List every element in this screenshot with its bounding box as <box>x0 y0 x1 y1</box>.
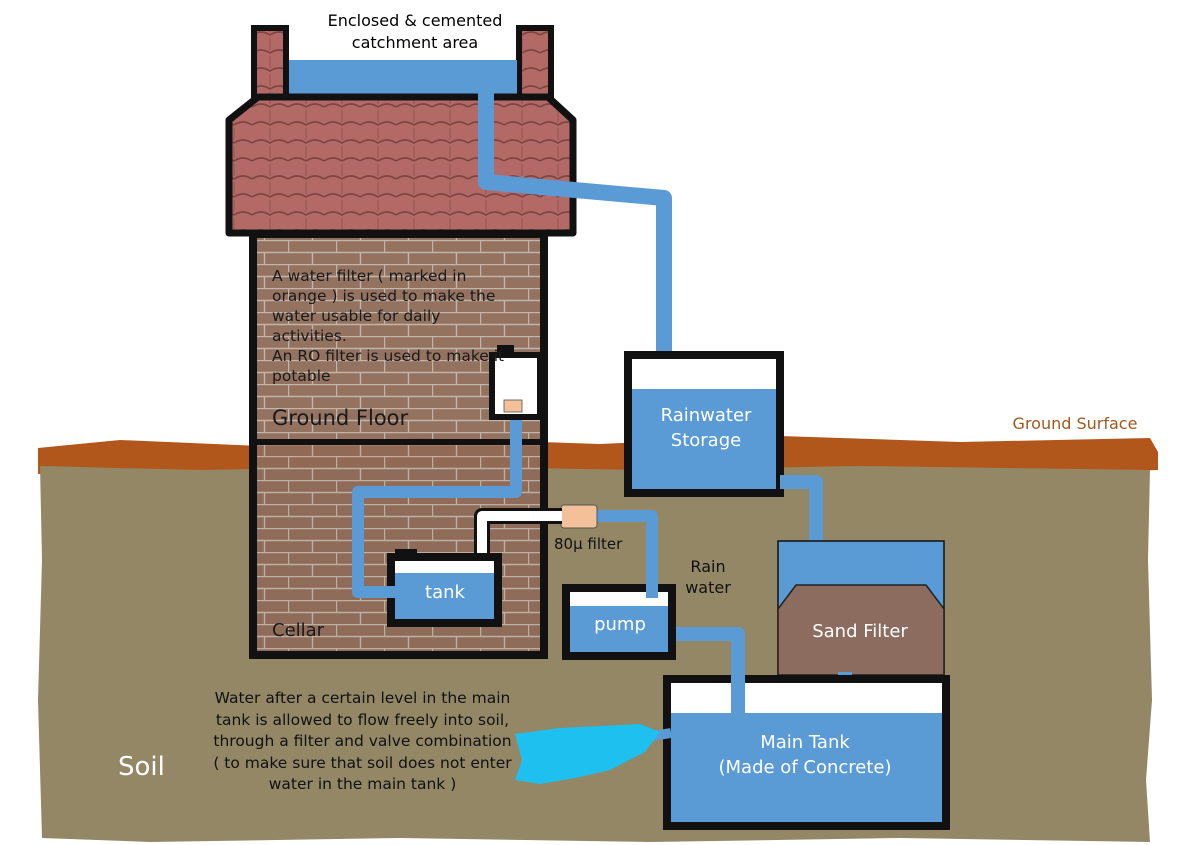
cellar-tank-label: tank <box>425 582 465 603</box>
catchment-area-label: Enclosed & cemented catchment area <box>327 11 503 52</box>
roof <box>225 93 577 237</box>
soil-label: Soil <box>118 752 165 782</box>
water-filter-orange <box>503 399 523 413</box>
pump-label: pump <box>594 614 646 635</box>
overflow-splash <box>515 724 660 784</box>
pump-to-filter-pipe <box>596 510 658 598</box>
storage-water <box>632 389 776 489</box>
main-tank-water <box>671 713 942 822</box>
main-tank-label: Main Tank (Made of Concrete) <box>718 732 892 778</box>
pump-water <box>570 606 668 652</box>
cellar-tank-water <box>395 573 494 619</box>
overflow-note: Water after a certain level in the main … <box>213 689 512 793</box>
tank-to-ro-pipe <box>352 415 522 598</box>
water-filter-note: A water filter ( marked in orange ) is u… <box>272 267 505 385</box>
storage-to-filter-pipe <box>780 475 823 548</box>
rainwater-storage-label: Rainwater Storage <box>660 405 752 451</box>
ground-floor-label: Ground Floor <box>272 406 409 430</box>
ground-surface-label: Ground Surface <box>1012 414 1138 433</box>
micron-filter-label: 80µ filter <box>554 535 623 553</box>
sand-filter-label: Sand Filter <box>812 621 908 642</box>
cellar-label: Cellar <box>272 620 325 641</box>
micron-filter <box>560 504 598 529</box>
chimney-left <box>251 25 289 101</box>
rain-water-label: Rain water <box>685 557 731 597</box>
main-to-pump-pipe <box>672 627 745 716</box>
filter-to-tank-pipe-inner <box>477 511 562 566</box>
downspout-pipe <box>478 78 672 356</box>
